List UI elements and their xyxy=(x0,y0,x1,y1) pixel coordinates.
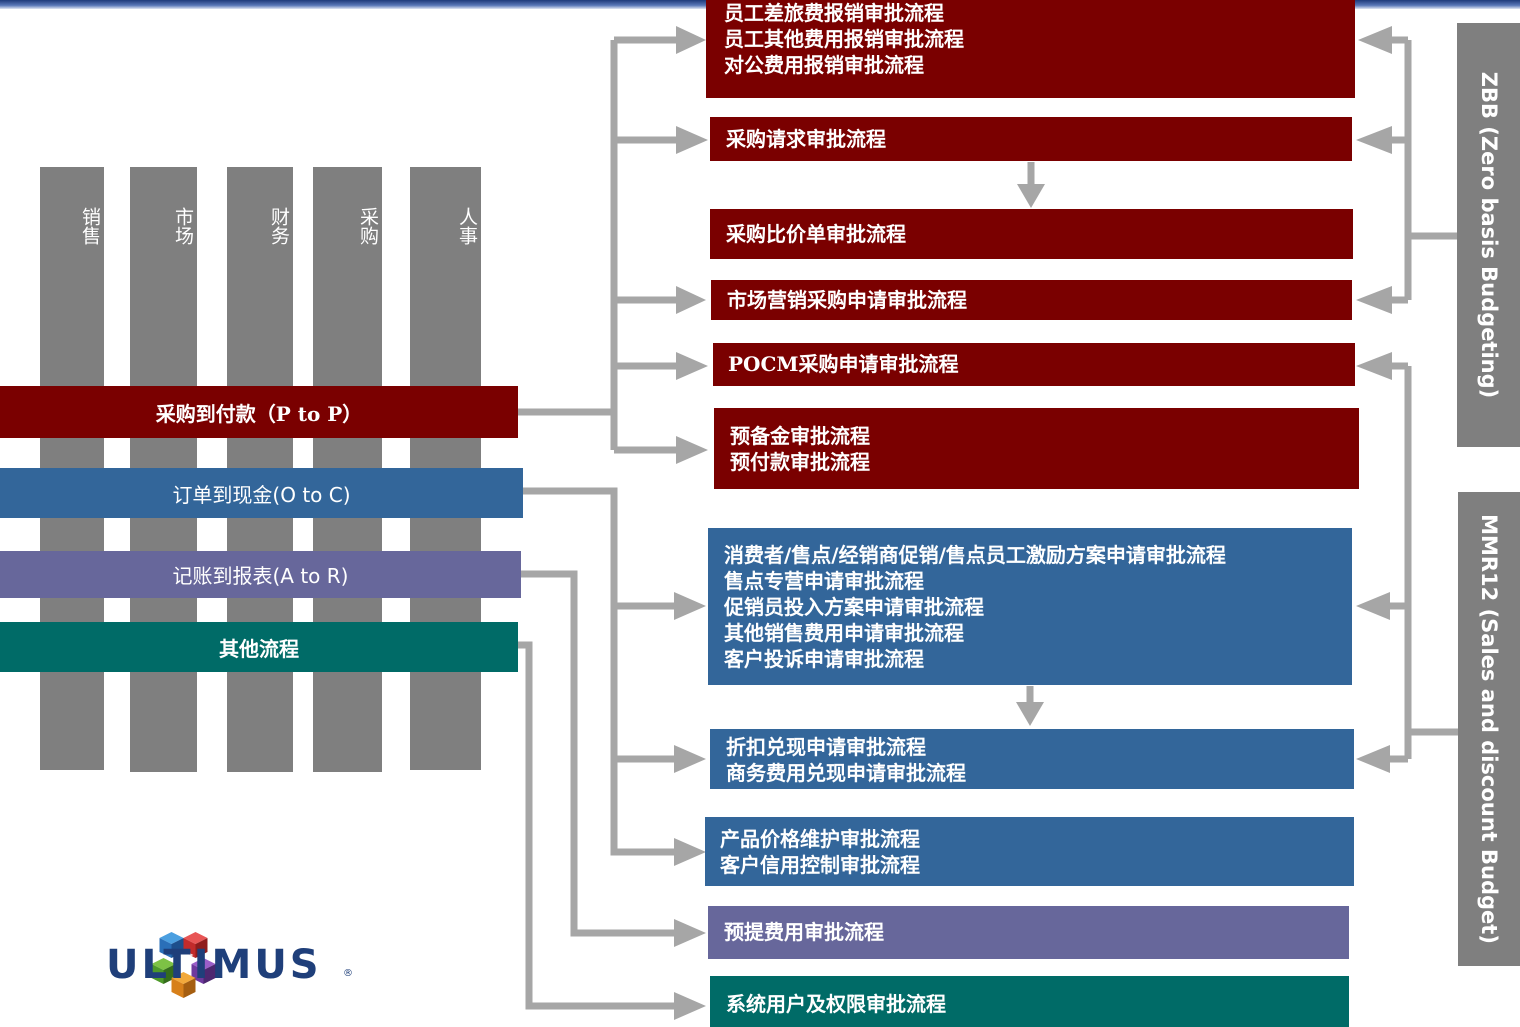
process-o2c: 订单到现金(O to C) xyxy=(0,468,523,518)
sidebar-zbb: ZBB (Zero basis Budgeting) xyxy=(1457,23,1520,447)
ultimus-logo-icon xyxy=(151,932,216,998)
flow-line: 折扣兑现申请审批流程 xyxy=(726,735,926,759)
flow-line: 预付款审批流程 xyxy=(730,450,870,474)
flow-line: 产品价格维护审批流程 xyxy=(720,827,920,851)
flow-line: 售点专营申请审批流程 xyxy=(724,569,924,593)
flow-line: 员工其他费用报销审批流程 xyxy=(724,27,964,51)
logo-text: ULTIMUS xyxy=(106,942,322,988)
flow-line: 采购请求审批流程 xyxy=(726,127,886,151)
flow-line: 市场营销采购申请审批流程 xyxy=(727,288,967,312)
sidebar-zbb-label: ZBB (Zero basis Budgeting) xyxy=(1476,71,1501,399)
dept-label: 财务 xyxy=(268,207,290,245)
process-other: 其他流程 xyxy=(0,622,518,672)
process-p2p: 采购到付款（P to P） xyxy=(0,386,518,438)
dept-label: 人事 xyxy=(456,207,478,245)
sidebar-mmr: MMR12 (Sales and discount Budget) xyxy=(1458,492,1520,966)
flow-line: 促销员投入方案申请审批流程 xyxy=(724,595,984,619)
flow-box-price-compare: 采购比价单审批流程 xyxy=(710,209,1353,259)
flow-line: POCM采购申请审批流程 xyxy=(728,352,959,376)
flow-line: 预提费用审批流程 xyxy=(724,920,884,944)
flow-box-pocm: POCM采购申请审批流程 xyxy=(713,343,1355,386)
flow-line: 消费者/售点/经销商促销/售点员工激励方案申请审批流程 xyxy=(724,543,1226,567)
process-a2r: 记账到报表(A to R) xyxy=(0,551,521,598)
flow-line: 系统用户及权限审批流程 xyxy=(726,992,946,1016)
flow-line: 员工差旅费报销审批流程 xyxy=(724,1,944,25)
flow-box-accrual: 预提费用审批流程 xyxy=(708,906,1349,959)
logo-registered-mark: ® xyxy=(343,968,353,979)
flow-box-discount: 折扣兑现申请审批流程 商务费用兑现申请审批流程 xyxy=(710,729,1354,789)
flow-line: 其他销售费用申请审批流程 xyxy=(724,621,964,645)
flow-box-reserve-prepay: 预备金审批流程 预付款审批流程 xyxy=(714,408,1359,489)
dept-label: 市场 xyxy=(172,207,194,245)
flow-box-marketing-purchase: 市场营销采购申请审批流程 xyxy=(711,280,1352,320)
flow-line: 预备金审批流程 xyxy=(730,424,870,448)
sidebar-mmr-label: MMR12 (Sales and discount Budget) xyxy=(1477,514,1501,944)
flow-line: 客户信用控制审批流程 xyxy=(720,853,920,877)
dept-label: 销售 xyxy=(79,207,101,245)
flow-box-user-permission: 系统用户及权限审批流程 xyxy=(710,976,1349,1027)
flow-box-promotion: 消费者/售点/经销商促销/售点员工激励方案申请审批流程 售点专营申请审批流程 促… xyxy=(708,528,1352,685)
dept-label: 采购 xyxy=(357,207,379,245)
flow-box-expense: 员工差旅费报销审批流程 员工其他费用报销审批流程 对公费用报销审批流程 xyxy=(706,0,1355,98)
flow-line: 商务费用兑现申请审批流程 xyxy=(726,761,966,785)
flow-line: 采购比价单审批流程 xyxy=(726,222,906,246)
flow-box-purchase-request: 采购请求审批流程 xyxy=(710,117,1352,161)
flow-line: 对公费用报销审批流程 xyxy=(724,53,924,77)
flow-line: 客户投诉申请审批流程 xyxy=(724,647,924,671)
flow-box-price-credit: 产品价格维护审批流程 客户信用控制审批流程 xyxy=(705,817,1354,886)
